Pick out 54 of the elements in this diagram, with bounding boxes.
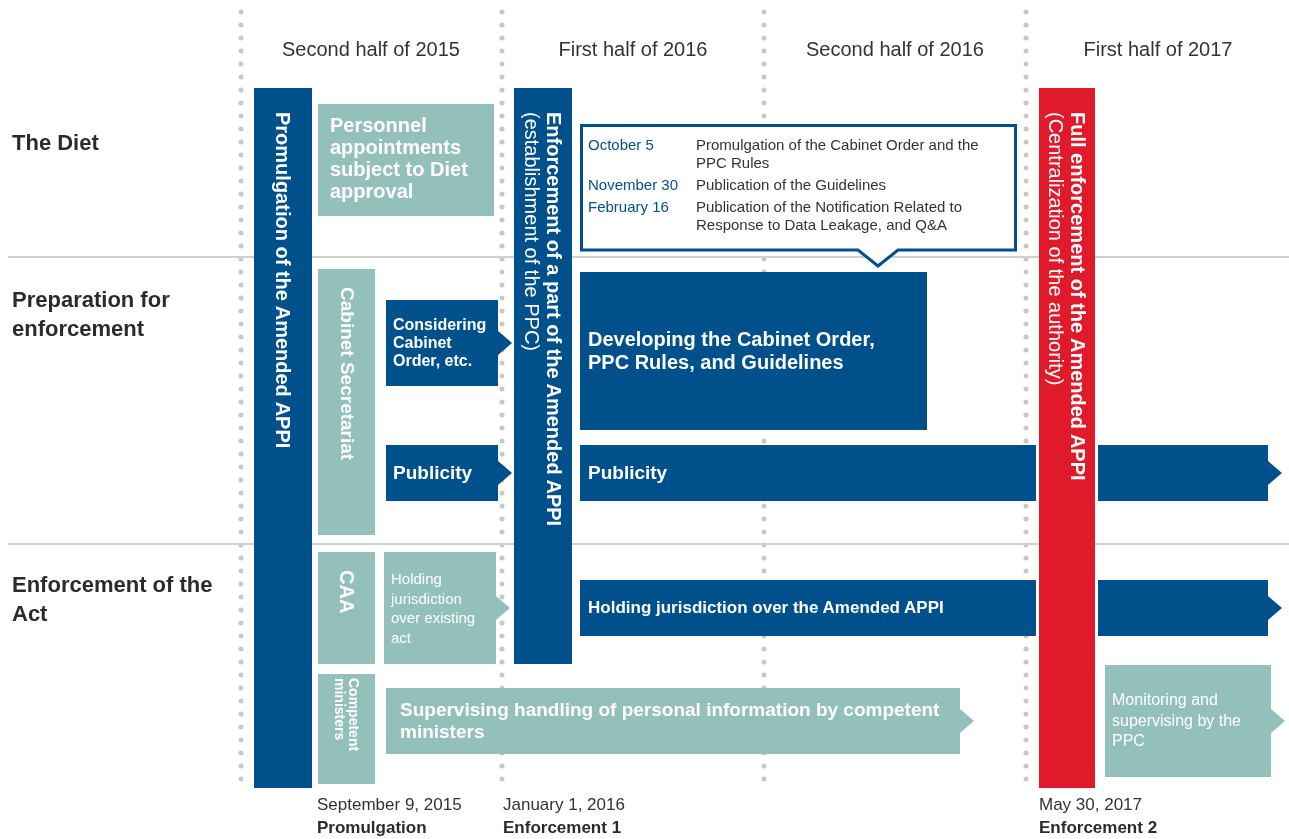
milestone-bar	[1039, 88, 1095, 788]
date-label: November 30	[588, 176, 680, 194]
bar-title: Competent ministers	[331, 678, 362, 754]
task-label: Supervising handling of personal information by competent ministers	[400, 699, 941, 743]
task-label: Personnel appointments subject to Diet approval	[330, 114, 469, 202]
period-header: First half of 2016	[557, 38, 709, 61]
event-description: Publication of the Notification Related to Response to Data Leakage, and Q&A	[696, 198, 963, 234]
task-label: Monitoring and supervising by the PPC	[1112, 689, 1242, 752]
date-label: September 9, 2015	[317, 795, 462, 815]
task-label: Holding jurisdiction over the Amended APPI	[588, 598, 944, 618]
bar-subtitle: (Centralization of the authority)	[1045, 112, 1067, 386]
period-header: First half of 2017	[1082, 38, 1234, 61]
milestone-label: Promulgation	[317, 818, 427, 838]
bar-title: CAA	[335, 570, 358, 614]
bar-title: Cabinet Secretariat	[336, 287, 357, 461]
milestone-label: Enforcement 1	[503, 818, 622, 838]
actor-bar	[318, 552, 375, 664]
period-header: Second half of 2016	[805, 38, 985, 61]
row-label: Preparation for enforcement	[12, 286, 171, 343]
task-label: Publicity	[588, 462, 668, 484]
task-arrow-box	[384, 552, 510, 664]
task-bar	[580, 445, 1036, 501]
task-bar	[580, 580, 1036, 636]
bar-title: Promulgation of the Amended APPI	[272, 112, 294, 449]
task-arrow-box	[386, 445, 512, 501]
period-header: Second half of 2015	[281, 38, 461, 61]
milestone-bar	[254, 88, 312, 788]
milestone-label: Enforcement 2	[1039, 818, 1158, 838]
task-arrow-box	[1105, 665, 1285, 777]
task-box	[318, 104, 494, 216]
task-label: Considering Cabinet Order, etc.	[393, 316, 488, 370]
date-label: February 16	[588, 198, 670, 217]
task-arrow-box	[386, 300, 512, 386]
bar-subtitle: (establishment of the PPC)	[521, 112, 543, 351]
row-label: The Diet	[12, 130, 99, 156]
task-box	[580, 272, 927, 430]
bar-title: Enforcement of a part of the Amended APPI	[543, 112, 565, 527]
row-label: Enforcement of the Act	[12, 571, 214, 628]
task-label: Publicity	[393, 462, 473, 484]
event-description: Promulgation of the Cabinet Order and the PPC Rules	[696, 136, 980, 172]
date-label: January 1, 2016	[503, 795, 625, 815]
actor-bar	[318, 674, 375, 784]
task-label: Developing the Cabinet Order, PPC Rules, and Guidelines	[588, 328, 876, 374]
callout-box	[580, 124, 1017, 268]
event-description: Publication of the Guidelines	[696, 176, 888, 194]
date-label: October 5	[588, 136, 655, 155]
date-label: May 30, 2017	[1039, 795, 1142, 815]
task-label: Holding jurisdiction over existing act	[391, 569, 477, 647]
milestone-bar	[514, 88, 572, 664]
bar-title: Full enforcement of the Amended APPI	[1067, 112, 1089, 481]
actor-bar	[318, 269, 375, 535]
task-arrow-bar	[1098, 445, 1282, 501]
task-arrow-bar	[1098, 580, 1282, 636]
task-arrow-bar	[386, 688, 974, 754]
